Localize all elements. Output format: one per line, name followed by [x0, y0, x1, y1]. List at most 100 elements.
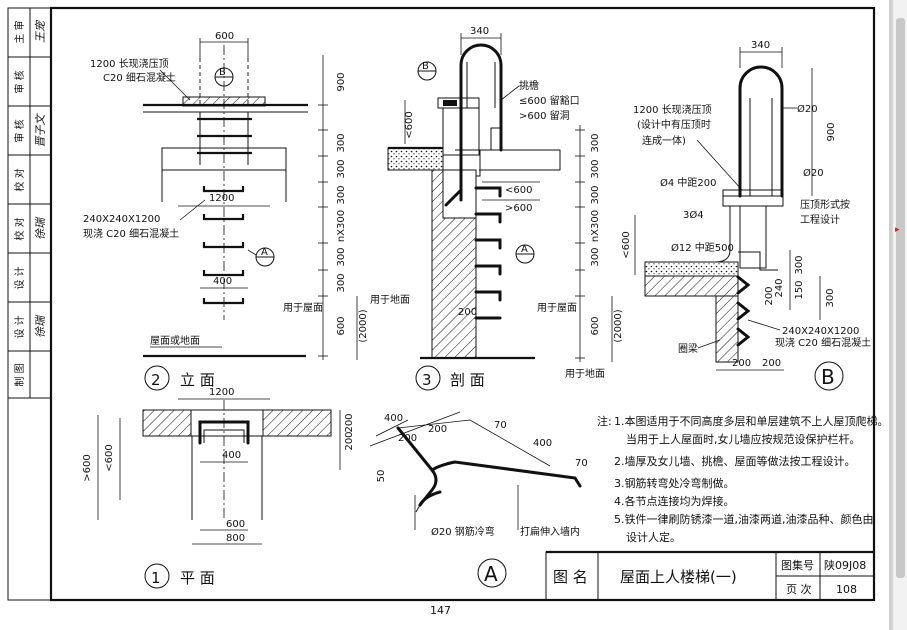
title-block: 图 名 屋面上人楼梯(一) 图集号 陕09J08 页 次 108	[545, 550, 875, 601]
tb-atlas-number: 陕09J08	[824, 558, 866, 572]
sheet-frame	[49, 6, 876, 602]
elev-dim-2000: (2000)	[358, 309, 369, 342]
note-3: 3.钢筋转弯处冷弯制做。	[614, 476, 735, 490]
deta-dim-400-b: 400	[533, 438, 552, 449]
strip-role-3: 审 核	[13, 119, 26, 142]
sect-parapet-label: 挑檐	[519, 79, 539, 92]
deta-dim-70-b: 70	[575, 458, 588, 469]
sect-view-title: 剖 面	[450, 371, 485, 389]
detb-cap-form2: 工程设计	[800, 213, 840, 226]
elevation-view: 600 B 1200 长现浇压顶 C20 细石混凝土 1200	[83, 31, 410, 391]
sect-dim-600: 600	[590, 316, 601, 335]
strip-role-6: 设 计	[13, 266, 26, 289]
deta-flatten-label: 打扁伸入墙内	[520, 525, 580, 538]
sect-marker-b: B	[422, 61, 429, 72]
pdf-page-number: 147	[430, 604, 451, 617]
detb-bar-phi20-b: Ø20	[803, 167, 824, 179]
detail-b-view: 340 Ø20 900 Ø20 1200 长现浇压顶 (设计中有压顶时 连成一体…	[621, 40, 871, 391]
note-5b: 设计人定。	[626, 530, 681, 544]
sect-dim-300-b: 300	[590, 159, 601, 178]
sect-marker-a: A	[521, 244, 528, 255]
sect-dim-lt600: <600	[505, 185, 532, 196]
elev-footing-size: 240X240X1200	[83, 214, 160, 225]
tb-name-label: 图 名	[553, 568, 588, 586]
sect-view-number: 3	[422, 371, 432, 389]
deta-dim-200-b: 200	[428, 424, 447, 435]
page-marker-icon: ▸	[895, 225, 900, 235]
sect-dim-le600-a: <600	[404, 111, 415, 138]
deta-marker: A	[484, 562, 498, 586]
elev-dim-300-e: 300	[336, 273, 347, 292]
detb-cap-line3: 连成一体)	[642, 134, 686, 147]
elev-dim-300-a: 300	[336, 133, 347, 152]
note-2: 2.墙厚及女儿墙、挑檐、屋面等做法按工程设计。	[614, 454, 856, 468]
plan-view-title: 平 面	[180, 569, 215, 587]
note-1: 1.本图适用于不同高度多层和单层建筑不上人屋顶爬梯。	[614, 414, 889, 428]
elev-dim-400: 400	[213, 276, 232, 287]
plan-dim-1200: 1200	[209, 387, 234, 398]
strip-role-5: 校 对	[13, 217, 26, 240]
detb-cap-line2: (设计中有压顶时	[637, 118, 711, 131]
page-edge-shadow	[889, 0, 892, 630]
scrollbar-thumb[interactable]	[896, 18, 905, 578]
deta-bar-label: Ø20 钢筋冷弯	[431, 525, 495, 538]
elev-dim-nx300: nX300	[336, 210, 347, 242]
detb-dim-300-a: 300	[794, 255, 805, 274]
elev-dim-900: 900	[336, 72, 347, 91]
sect-opening-a: ≤600 留豁口	[519, 94, 580, 107]
plan-dim-600: 600	[226, 519, 245, 530]
elev-dim-300-d: 300	[336, 247, 347, 266]
deta-dim-200-a: 200	[398, 433, 417, 444]
plan-dim-200-b: 200	[344, 431, 355, 450]
elev-view-number: 2	[151, 371, 161, 389]
sect-dim-300-a: 300	[590, 133, 601, 152]
plan-dim-400: 400	[222, 450, 241, 461]
deta-dim-50: 50	[376, 470, 387, 483]
notes-heading: 注:	[597, 414, 612, 428]
plan-view-number: 1	[151, 569, 161, 587]
sect-dim-340: 340	[470, 26, 489, 37]
approval-strip: 主 审 王宠 审 核 审 核 晋子文 校 对 校 对 徐瑞 设 计 设 计 徐瑞…	[8, 19, 51, 387]
detb-dim-150: 150	[794, 280, 805, 299]
elev-dim-1200: 1200	[209, 193, 234, 204]
tb-page-value: 108	[836, 583, 857, 596]
detb-phi12-line1: Ø12 中距500	[671, 241, 734, 254]
sect-dim-nx300: nX300	[590, 210, 601, 242]
tb-page-label: 页 次	[786, 582, 812, 596]
strip-role-8: 制 图	[13, 363, 26, 386]
detb-dim-340: 340	[751, 40, 770, 51]
elev-for-roof: 用于屋面	[283, 302, 323, 314]
section-view: 340 B <600 挑檐 ≤600 留豁口 >600 留洞	[387, 26, 624, 391]
detb-cap-line1: 1200 长现浇压顶	[633, 103, 712, 116]
elev-roof-or-floor: 屋面或地面	[150, 334, 200, 347]
deta-dim-70-a: 70	[494, 420, 507, 431]
plan-dim-200-a: 200	[344, 413, 355, 432]
strip-signature-3: 晋子文	[34, 113, 47, 148]
sect-dim-300-c: 300	[590, 185, 601, 204]
strip-signature-1: 王宠	[34, 19, 47, 43]
detb-dim-200-a: 200	[764, 286, 775, 305]
deta-dim-400-a: 400	[384, 413, 403, 424]
sect-for-roof: 用于屋面	[537, 302, 577, 314]
sect-for-ground: 用于地面	[565, 367, 605, 380]
strip-role-4: 校 对	[13, 168, 26, 191]
elev-view-title: 立 面	[180, 371, 215, 389]
vertical-scrollbar[interactable]	[892, 0, 907, 630]
elev-marker-b: B	[219, 67, 226, 78]
tb-drawing-name: 屋面上人楼梯(一)	[620, 568, 737, 586]
plan-dim-lt600: <600	[104, 444, 115, 471]
detb-bar-phi20-a: Ø20	[797, 103, 818, 115]
elev-marker-a: A	[261, 247, 268, 258]
detb-dim-240: 240	[774, 278, 785, 297]
strip-role-7: 设 计	[13, 315, 26, 338]
elev-dim-300-c: 300	[336, 185, 347, 204]
sect-dim-300-d: 300	[590, 247, 601, 266]
detb-marker: B	[821, 365, 835, 389]
elev-cap-top: 1200 长现浇压顶	[90, 57, 169, 70]
detb-ring-beam: 圈梁	[678, 342, 698, 355]
detb-dim-lt600: <600	[621, 231, 632, 258]
detb-dim-300-b: 300	[825, 288, 836, 307]
detb-dim-200-c: 200	[762, 358, 781, 369]
